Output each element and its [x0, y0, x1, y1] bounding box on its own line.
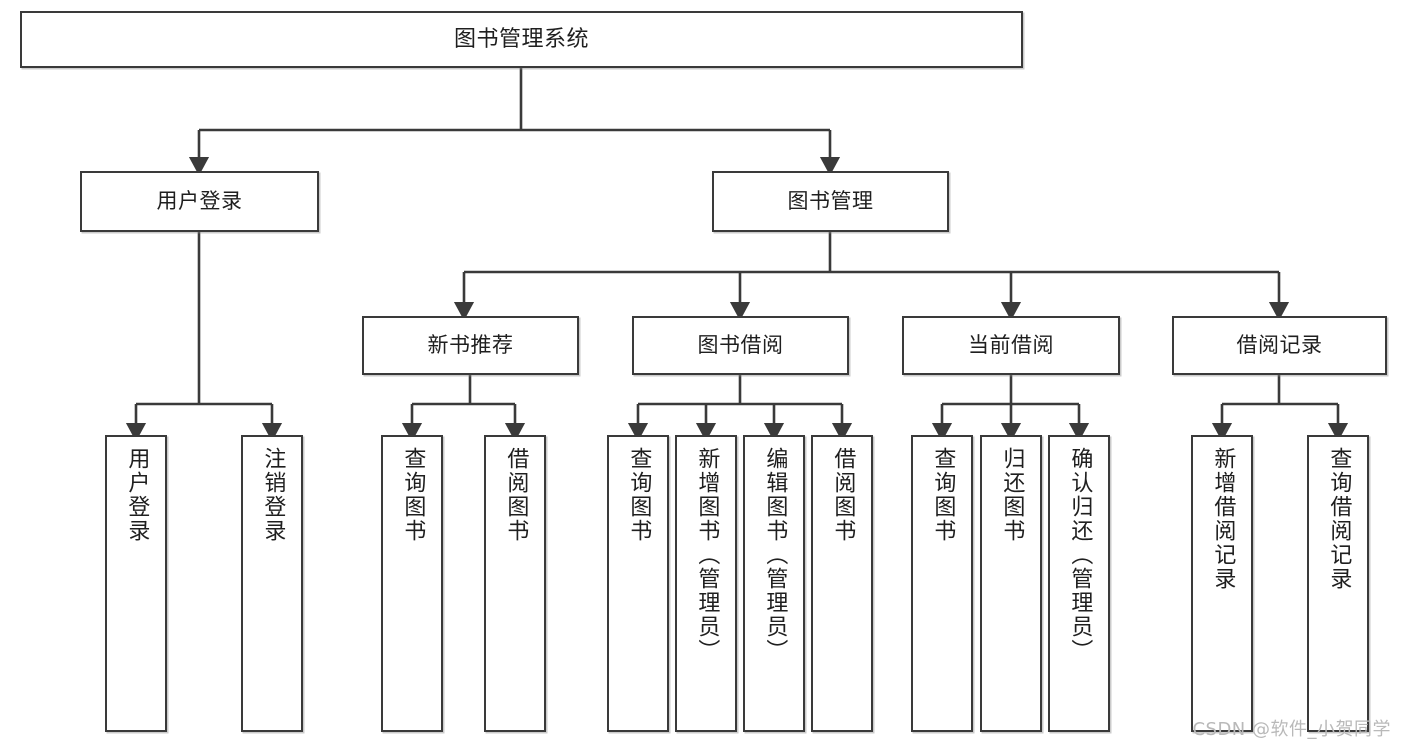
node-current-borrow[interactable]: 当前借阅: [902, 316, 1120, 375]
node-label: 归还图书: [999, 447, 1025, 543]
node-label: 图书借阅: [697, 333, 784, 358]
leaf-borrow-record-query-record[interactable]: 查询借阅记录: [1307, 435, 1369, 732]
leaf-current-borrow-query-book[interactable]: 查询图书: [911, 435, 973, 732]
node-label: 新书推荐: [427, 333, 514, 358]
node-label: 借阅记录: [1236, 333, 1323, 358]
leaf-current-borrow-confirm-return-admin[interactable]: 确认归还（管理员）: [1048, 435, 1110, 732]
leaf-book-borrow-borrow-book[interactable]: 借阅图书: [811, 435, 873, 732]
leaf-book-borrow-add-book-admin[interactable]: 新增图书（管理员）: [675, 435, 737, 732]
node-new-book-recommend[interactable]: 新书推荐: [362, 316, 579, 375]
node-user-login[interactable]: 用户登录: [80, 171, 319, 232]
node-label: 查询图书: [930, 447, 956, 543]
node-book-management[interactable]: 图书管理: [712, 171, 949, 232]
node-label: 用户登录: [156, 189, 243, 214]
node-label: 查询图书: [400, 447, 426, 543]
node-label: 当前借阅: [968, 333, 1054, 358]
leaf-user-login-login[interactable]: 用户登录: [105, 435, 167, 732]
node-label: 借阅图书: [503, 447, 529, 543]
node-label: 用户登录: [124, 447, 150, 543]
watermark-text: CSDN @软件_小贺同学: [1192, 719, 1391, 740]
leaf-borrow-record-add-record[interactable]: 新增借阅记录: [1191, 435, 1253, 732]
node-label: 确认归还（管理员）: [1067, 447, 1093, 663]
leaf-new-book-borrow-book[interactable]: 借阅图书: [484, 435, 546, 732]
leaf-new-book-query-book[interactable]: 查询图书: [381, 435, 443, 732]
node-root-book-management-system[interactable]: 图书管理系统: [20, 11, 1023, 68]
node-label: 查询借阅记录: [1326, 447, 1352, 591]
node-label: 图书管理系统: [453, 26, 589, 52]
leaf-user-login-logout[interactable]: 注销登录: [241, 435, 303, 732]
node-label: 借阅图书: [830, 447, 856, 543]
node-book-borrow[interactable]: 图书借阅: [632, 316, 849, 375]
node-label: 新增图书（管理员）: [694, 447, 720, 663]
node-label: 编辑图书（管理员）: [762, 447, 788, 663]
node-label: 注销登录: [260, 447, 286, 543]
leaf-current-borrow-return-book[interactable]: 归还图书: [980, 435, 1042, 732]
node-label: 图书管理: [787, 189, 874, 214]
leaf-book-borrow-query-book[interactable]: 查询图书: [607, 435, 669, 732]
leaf-book-borrow-edit-book-admin[interactable]: 编辑图书（管理员）: [743, 435, 805, 732]
node-label: 新增借阅记录: [1210, 447, 1236, 591]
node-label: 查询图书: [626, 447, 652, 543]
node-borrow-record[interactable]: 借阅记录: [1172, 316, 1387, 375]
